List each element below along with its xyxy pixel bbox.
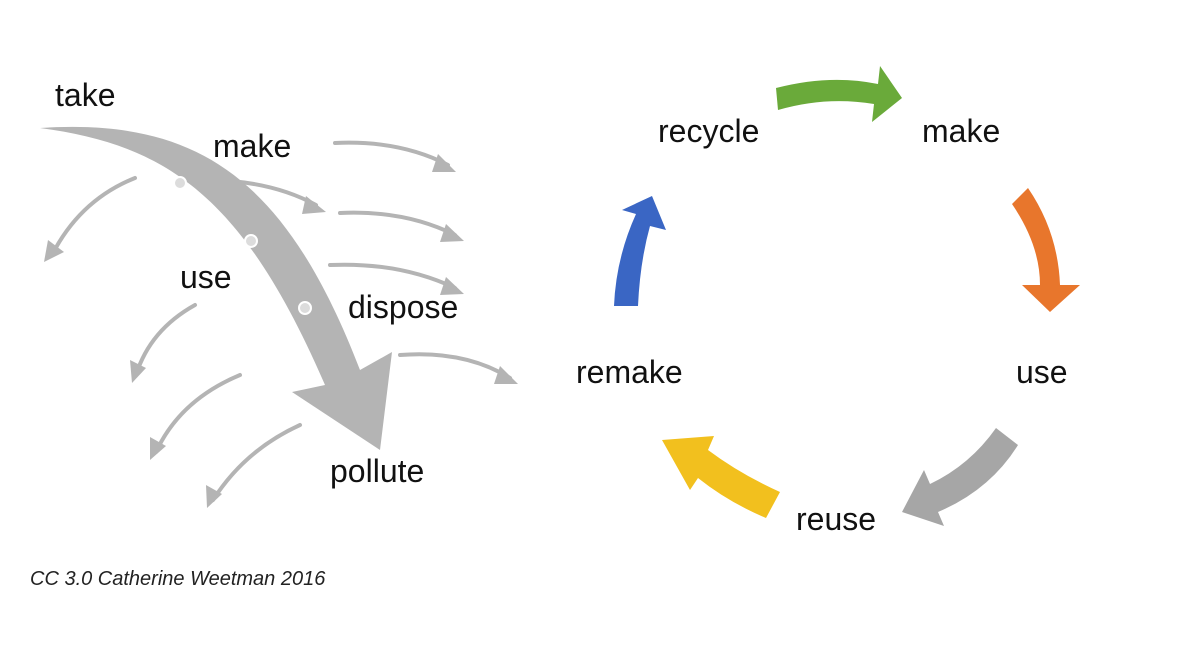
credit-text: CC 3.0 Catherine Weetman 2016 xyxy=(30,568,326,590)
cycle-label-make: make xyxy=(922,113,1000,149)
cycle-label-recycle: recycle xyxy=(658,113,759,149)
main-arrow-node-1 xyxy=(173,176,187,190)
linear-label-dispose: dispose xyxy=(348,289,458,325)
cycle-arrow-use-to-reuse xyxy=(902,428,1018,526)
cycle-arrow-reuse-to-remake xyxy=(662,436,780,518)
side-arrowhead-1 xyxy=(44,240,64,262)
linear-side-arrowheads xyxy=(44,154,518,508)
cycle-arrow-make-to-use xyxy=(1012,188,1080,312)
cycle-arrow-remake-to-recycle xyxy=(614,196,666,306)
linear-label-make: make xyxy=(213,128,291,164)
side-arrow-4 xyxy=(338,210,457,237)
side-arrowhead-6 xyxy=(494,366,518,384)
cycle-label-remake: remake xyxy=(576,354,683,390)
side-arrow-6 xyxy=(398,352,512,380)
side-arrow-3 xyxy=(333,140,450,167)
side-arrow-9 xyxy=(211,423,302,502)
side-arrowhead-5 xyxy=(440,277,464,295)
side-arrow-5 xyxy=(328,262,457,290)
main-arrow-node-2 xyxy=(244,234,258,248)
cycle-label-use: use xyxy=(1016,354,1068,390)
linear-label-pollute: pollute xyxy=(330,453,424,489)
side-arrowhead-8 xyxy=(150,437,166,460)
circular-economy: recycle make use reuse remake xyxy=(576,66,1080,537)
side-arrowhead-4 xyxy=(440,224,464,242)
side-arrow-7 xyxy=(134,303,197,377)
cycle-arrow-recycle-to-make xyxy=(776,66,902,122)
main-arrow-node-3 xyxy=(298,301,312,315)
linear-main-arrow-nodes xyxy=(173,176,312,315)
linear-label-use: use xyxy=(180,259,232,295)
side-arrowhead-3 xyxy=(432,154,456,172)
linear-economy: take make use dispose pollute xyxy=(40,77,518,508)
linear-label-take: take xyxy=(55,77,115,113)
side-arrowhead-2 xyxy=(302,196,326,214)
linear-main-arrow xyxy=(40,126,392,450)
side-arrow-8 xyxy=(154,373,242,454)
cycle-label-reuse: reuse xyxy=(796,501,876,537)
side-arrowhead-7 xyxy=(130,360,146,383)
side-arrowhead-9 xyxy=(206,485,222,508)
side-arrow-1 xyxy=(50,176,137,257)
